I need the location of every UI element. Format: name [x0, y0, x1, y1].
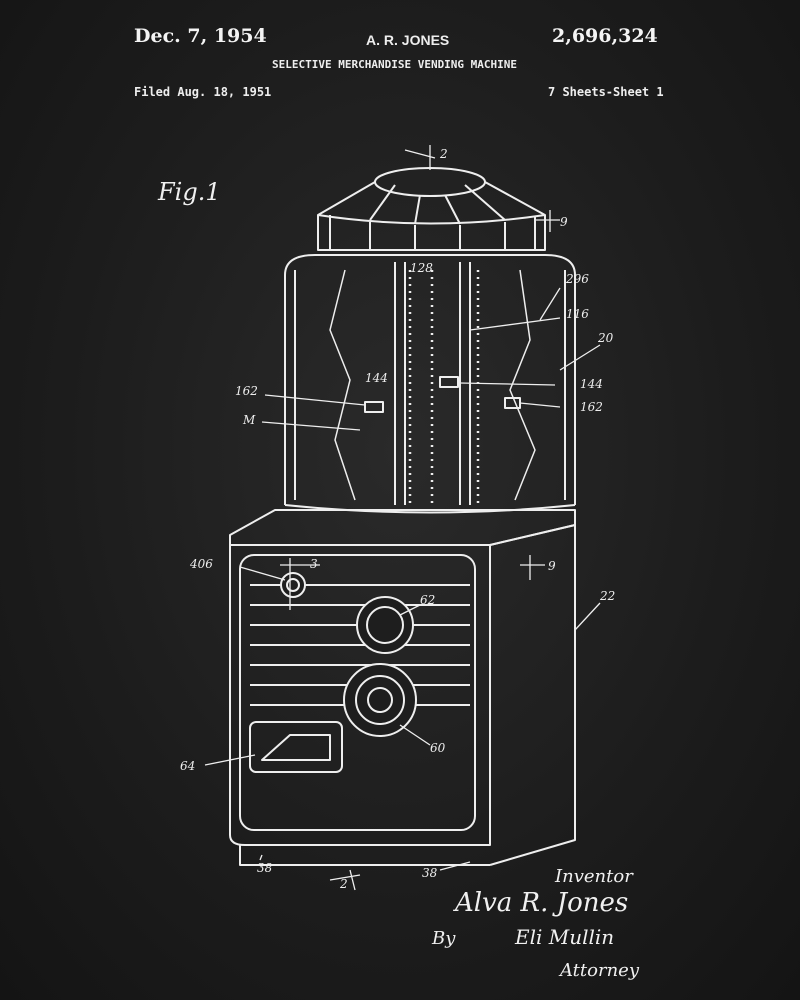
patent-number: 2,696,324 — [552, 25, 658, 47]
inventor-short: A. R. JONES — [366, 32, 450, 48]
attorney-label: Attorney — [560, 960, 640, 981]
ref-128: 128 — [410, 261, 433, 275]
ref-38-left: 38 — [257, 861, 273, 875]
ref-116: 116 — [566, 307, 589, 321]
ref-2-bottom: 2 — [339, 877, 348, 891]
inventor-label: Inventor — [555, 866, 633, 887]
patent-title: SELECTIVE MERCHANDISE VENDING MACHINE — [272, 58, 518, 71]
knob-62 — [356, 596, 414, 654]
delivery-chute-64 — [249, 721, 343, 773]
ref-144-left: 144 — [365, 371, 388, 385]
patent-date: Dec. 7, 1954 — [134, 25, 267, 47]
attorney-signature: Eli Mullin — [515, 925, 615, 949]
ref-62: 62 — [420, 593, 435, 607]
ref-64: 64 — [180, 759, 195, 773]
ref-22: 22 — [599, 589, 615, 603]
ref-2-top: 2 — [439, 147, 448, 161]
button-406 — [280, 572, 306, 598]
filed-date: Filed Aug. 18, 1951 — [134, 85, 272, 99]
sheet-count: 7 Sheets-Sheet 1 — [548, 85, 664, 99]
ref-406: 406 — [189, 557, 213, 571]
leader-lines — [204, 145, 601, 891]
ref-M: M — [242, 413, 256, 427]
figure-label: Fig.1 — [158, 178, 221, 206]
knob-60 — [343, 663, 417, 737]
ref-9-top: 9 — [560, 215, 568, 229]
dome-top — [317, 167, 546, 251]
base-cabinet — [229, 509, 576, 866]
ref-20: 20 — [597, 331, 614, 345]
ref-38-right: 38 — [422, 866, 438, 880]
by-label: By — [432, 928, 456, 949]
ref-60: 60 — [430, 741, 446, 755]
ref-9-mid: 9 — [548, 559, 556, 573]
merchandise-cylinder — [284, 254, 576, 514]
ref-296: 296 — [565, 272, 589, 286]
ref-144-right: 144 — [580, 377, 603, 391]
ref-162-right: 162 — [580, 400, 603, 414]
inventor-signature: Alva R. Jones — [455, 888, 629, 918]
ref-3: 3 — [310, 557, 318, 571]
ref-162-left: 162 — [235, 384, 258, 398]
